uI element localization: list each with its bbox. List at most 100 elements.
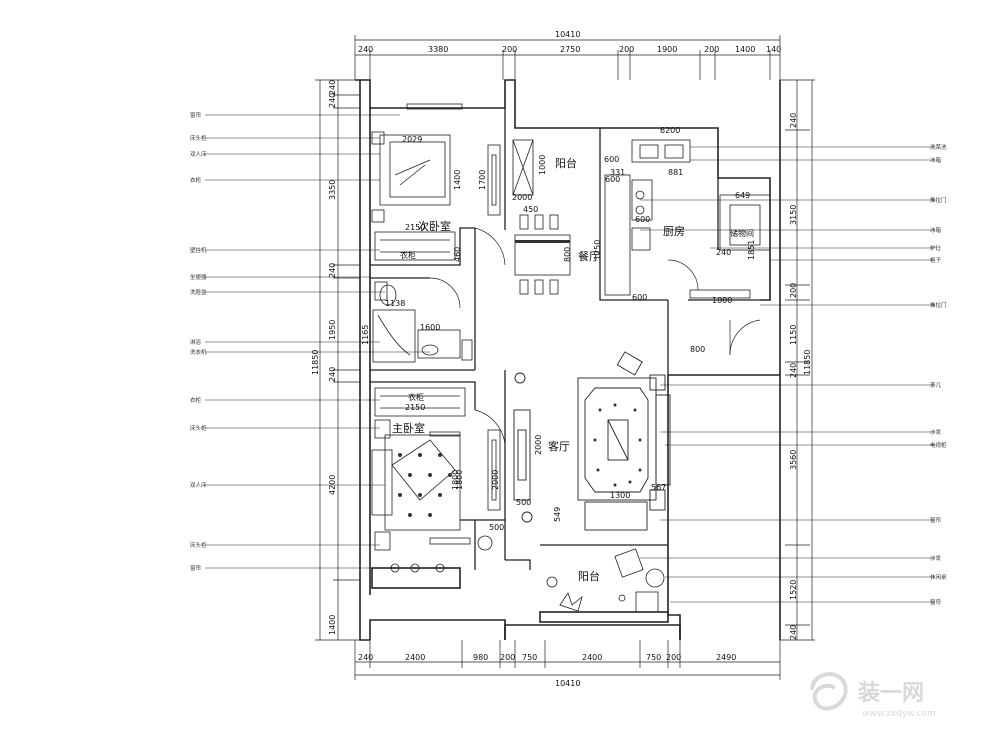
dim-interior: 1000 <box>538 155 547 175</box>
annotation-label: 床头柜 <box>190 424 207 432</box>
dim-top: 3380 <box>428 45 448 54</box>
annotation-label: 壁挂机 <box>190 246 207 254</box>
wardrobe-upper-label: 衣柜 <box>400 250 416 260</box>
dim-top: 200 <box>502 45 517 54</box>
dim-right: 1520 <box>789 580 798 600</box>
dim-top: 1400 <box>735 45 755 54</box>
dim-left: 4200 <box>328 475 337 495</box>
kitchen-furniture <box>604 139 771 299</box>
dim-interior: 2000 <box>491 470 500 490</box>
dim-left: 3350 <box>328 180 337 200</box>
dim-interior: 800 <box>563 247 572 262</box>
dim-interior: 1800 <box>455 470 464 490</box>
dim-right: 1150 <box>789 325 798 345</box>
dim-left: 1400 <box>328 615 337 635</box>
left-leader-lines <box>205 114 430 569</box>
dim-interior: 1400 <box>453 170 462 190</box>
annotation-label: 淋浴 <box>190 338 202 346</box>
watermark-logo-text: 装一网 <box>858 681 924 706</box>
door-swings <box>429 227 761 446</box>
room-balcony-north: 阳台 <box>555 156 577 170</box>
balcony-furniture <box>546 548 665 613</box>
dim-interior: 649 <box>735 191 750 200</box>
annotation-label: 坐便器 <box>190 273 207 281</box>
top-dimension-lines <box>354 35 781 80</box>
annotation-label: 柜子 <box>930 256 942 264</box>
dim-bottom: 2400 <box>582 653 602 662</box>
dim-interior: 567 <box>651 483 666 492</box>
top-dimension-text: 10410 240 3380 200 2750 200 1900 200 140… <box>358 30 781 54</box>
dim-top: 140 <box>766 45 781 54</box>
dim-interior: 1250 <box>593 240 602 260</box>
dim-top: 1900 <box>657 45 677 54</box>
dim-right: 200 <box>789 283 798 298</box>
dim-interior: 600 <box>635 215 650 224</box>
dim-interior: 1600 <box>420 323 440 332</box>
interior-walls <box>370 108 760 570</box>
carpet-pattern <box>398 240 642 517</box>
bottom-dimension-lines <box>354 640 781 680</box>
annotation-label: 沙发 <box>930 554 942 562</box>
room-labels: 次卧室 阳台 餐厅 厨房 储物间 客厅 主卧室 阳台 衣柜 衣柜 <box>392 156 754 583</box>
dim-interior: 500 <box>516 498 531 507</box>
annotation-label: 床头柜 <box>190 541 207 549</box>
dim-interior: 1800 <box>451 470 460 490</box>
dim-bottom: 750 <box>522 653 537 662</box>
annotation-label: 床头柜 <box>190 134 207 142</box>
dim-left: 240 <box>328 367 337 382</box>
annotation-label: 洗衣机 <box>190 348 207 356</box>
annotation-label: 窗帘 <box>190 111 202 119</box>
bathroom-fixtures <box>372 281 473 363</box>
room-balcony-south: 阳台 <box>578 569 600 583</box>
dim-interior: 549 <box>553 507 562 522</box>
watermark-url: www.zxdyw.com <box>862 709 936 719</box>
dim-interior: 1165 <box>361 325 370 345</box>
dim-top-total: 10410 <box>555 30 580 39</box>
dim-bottom: 200 <box>500 653 515 662</box>
watermark: 装一网 www.zxdyw.com <box>810 672 936 719</box>
left-annotation-labels: 窗帘 床头柜 双人床 衣柜 壁挂机 坐便器 洗脸盆 淋浴 洗衣机 衣柜 床头柜 … <box>190 111 207 572</box>
annotation-label: 冰箱 <box>930 226 942 234</box>
dim-top: 2750 <box>560 45 580 54</box>
dim-right: 3560 <box>789 450 798 470</box>
annotation-label: 茶几 <box>930 381 942 389</box>
bottom-dimension-text: 240 2400 980 200 750 2400 750 200 2490 1… <box>358 653 736 688</box>
dim-right-total: 11850 <box>803 350 812 375</box>
dim-right: 240 <box>789 625 798 640</box>
room-storage: 储物间 <box>730 228 754 238</box>
dim-right: 240 <box>789 113 798 128</box>
dim-left: 240 <box>328 93 337 108</box>
annotation-label: 窗帘 <box>930 516 942 524</box>
dim-interior: 2029 <box>402 135 422 144</box>
annotation-label: 电视柜 <box>930 441 947 449</box>
dim-bottom: 750 <box>646 653 661 662</box>
dim-interior: 600 <box>604 155 619 164</box>
dim-interior: 500 <box>489 523 504 532</box>
dim-interior: 1700 <box>478 170 487 190</box>
dim-interior: 1851 <box>747 240 756 260</box>
annotation-label: 窗帘 <box>930 598 942 606</box>
room-second-bedroom: 次卧室 <box>418 219 451 233</box>
left-dimension-lines <box>315 79 360 641</box>
dim-bottom: 980 <box>473 653 488 662</box>
annotation-label: 炉灶 <box>930 244 942 252</box>
dim-bottom: 2400 <box>405 653 425 662</box>
dim-bottom: 200 <box>666 653 681 662</box>
dim-interior: 450 <box>523 205 538 214</box>
dim-interior: 2000 <box>512 193 532 202</box>
dim-top: 240 <box>358 45 373 54</box>
room-living: 客厅 <box>548 439 570 453</box>
annotation-label: 双人床 <box>190 481 207 489</box>
dim-interior: 1300 <box>610 491 630 500</box>
wardrobe-lower-label: 衣柜 <box>408 392 424 402</box>
annotation-label: 洗菜池 <box>930 143 947 151</box>
right-annotation-labels: 洗菜池 冰箱 推拉门 冰箱 炉灶 柜子 推拉门 茶几 沙发 电视柜 窗帘 沙发 … <box>930 143 947 606</box>
right-dimension-lines <box>780 79 815 641</box>
left-dimension-text: 240 240 3350 240 1950 240 4200 1400 1185… <box>311 80 337 635</box>
dining-furniture <box>512 139 571 295</box>
dim-right: 240 <box>789 363 798 378</box>
annotation-label: 休闲桌 <box>930 573 947 581</box>
watermark-logo-icon <box>810 672 848 711</box>
annotation-label: 洗脸盆 <box>190 288 207 296</box>
